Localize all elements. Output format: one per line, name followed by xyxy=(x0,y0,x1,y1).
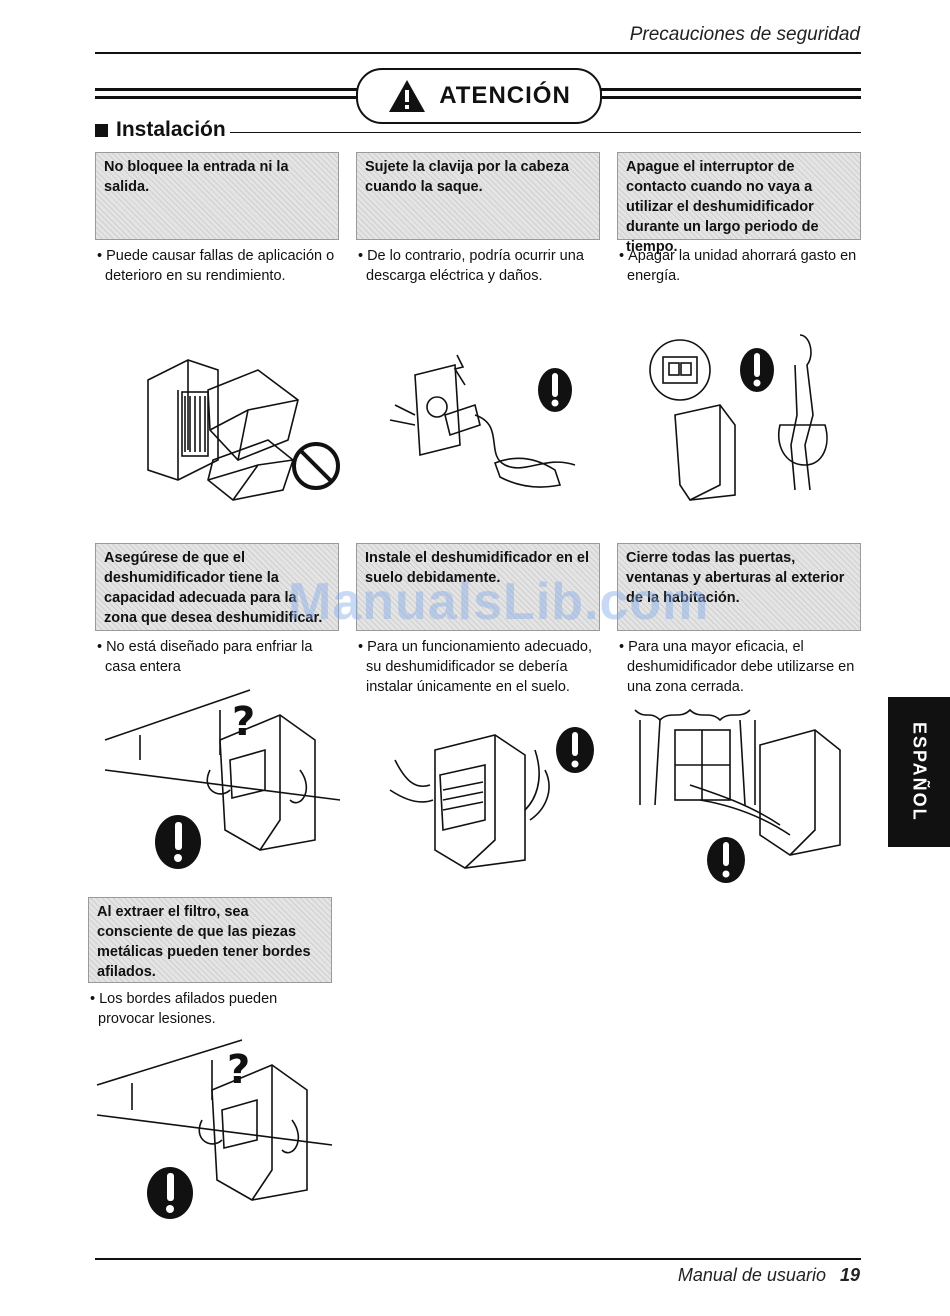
precaution-description: •Los bordes afilados pueden provocar les… xyxy=(90,991,278,1027)
section-heading: Instalación xyxy=(95,116,861,144)
precaution-heading: Apague el interruptor de contacto cuando… xyxy=(617,152,861,255)
precaution-heading: Cierre todas las puertas, ventanas y abe… xyxy=(617,543,861,631)
switch-off-illustration xyxy=(649,334,828,501)
precaution-card: Apague el interruptor de contacto cuando… xyxy=(617,152,861,286)
closed-room-illustration xyxy=(634,708,841,883)
precaution-card: Instale el deshumidificador en el suelo … xyxy=(356,543,600,697)
precaution-description: •Para un funcionamiento adecuado, su des… xyxy=(358,639,592,695)
precaution-card: Asegúrese de que el deshumidificador tie… xyxy=(95,543,339,677)
precaution-description: •Para una mayor eficacia, el deshumidifi… xyxy=(619,639,855,695)
language-tab-label: ESPAÑOL xyxy=(909,722,930,822)
precaution-heading: Instale el deshumidificador en el suelo … xyxy=(356,543,600,631)
banner-line xyxy=(596,88,861,91)
section-rule xyxy=(229,131,861,133)
precaution-heading: Asegúrese de que el deshumidificador tie… xyxy=(95,543,339,631)
floor-install-illustration xyxy=(389,727,594,869)
caution-banner: ATENCIÓN xyxy=(356,68,602,124)
precaution-description: •Apagar la unidad ahorrará gasto en ener… xyxy=(619,248,857,284)
precaution-description: •No está diseñado para enfriar la casa e… xyxy=(97,639,313,675)
precaution-heading: No bloquee la entrada ni la salida. xyxy=(95,152,339,240)
precaution-card: Cierre todas las puertas, ventanas y abe… xyxy=(617,543,861,697)
blocked-vent-illustration xyxy=(147,359,340,501)
language-tab: ESPAÑOL xyxy=(888,697,950,847)
precaution-heading: Al extraer el filtro, sea consciente de … xyxy=(88,897,332,983)
precaution-heading: Sujete la clavija por la cabeza cuando l… xyxy=(356,152,600,240)
header-rule xyxy=(95,52,861,54)
precaution-card: No bloquee la entrada ni la salida. •Pue… xyxy=(95,152,339,286)
section-title: Instalación xyxy=(116,118,226,141)
precaution-card: Sujete la clavija por la cabeza cuando l… xyxy=(356,152,600,286)
page-footer: Manual de usuario 19 xyxy=(678,1265,860,1286)
banner-line xyxy=(95,88,360,91)
banner-line xyxy=(596,96,861,99)
capacity-illustration: ? xyxy=(104,689,341,869)
sharp-edges-illustration: ? xyxy=(96,1039,333,1219)
warning-triangle-icon xyxy=(389,80,426,112)
precaution-description: •Puede causar fallas de aplicación o det… xyxy=(97,248,335,284)
footer-label: Manual de usuario xyxy=(677,1265,826,1285)
footer-rule xyxy=(95,1258,861,1260)
unplugging-illustration xyxy=(389,354,576,488)
caution-label: ATENCIÓN xyxy=(439,82,571,109)
page-header-title: Precauciones de seguridad xyxy=(629,24,860,45)
banner-line xyxy=(95,96,360,99)
svg-text:?: ? xyxy=(227,1047,250,1093)
square-bullet-icon xyxy=(95,123,108,137)
page-number: 19 xyxy=(839,1265,860,1285)
svg-text:?: ? xyxy=(232,699,255,745)
precaution-description: •De lo contrario, podría ocurrir una des… xyxy=(358,248,584,284)
precaution-card: Al extraer el filtro, sea consciente de … xyxy=(88,897,332,1029)
